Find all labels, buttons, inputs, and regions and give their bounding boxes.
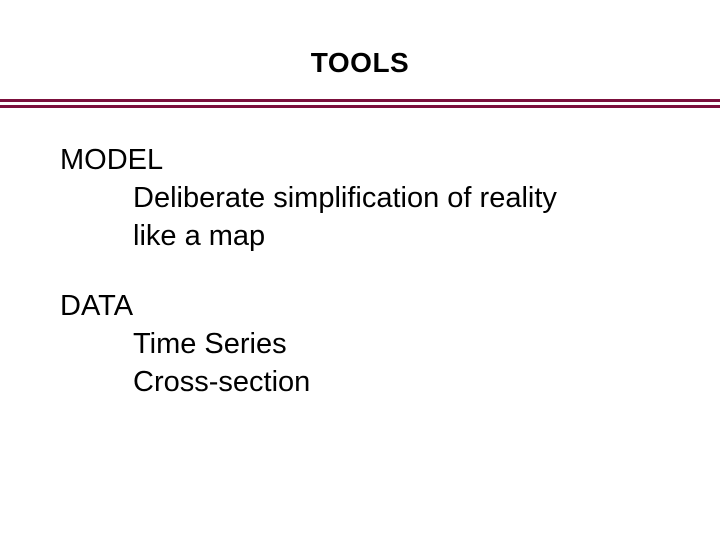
content-block-data: DATA Time Series Cross-section [60, 287, 700, 401]
content-block-model: MODEL Deliberate simplification of reali… [60, 141, 700, 255]
title-divider-line-upper [0, 99, 720, 102]
block-line-model-2: like a map [133, 220, 266, 252]
page-title: TOOLS [310, 47, 410, 78]
block-heading-data: DATA [60, 290, 134, 322]
block-line-data-1: Time Series [133, 328, 287, 360]
block-heading-model: MODEL [60, 144, 164, 176]
block-line-model-1: Deliberate simplification of reality [133, 182, 557, 214]
title-divider-line-lower [0, 105, 720, 108]
block-line-data-2: Cross-section [133, 366, 311, 398]
